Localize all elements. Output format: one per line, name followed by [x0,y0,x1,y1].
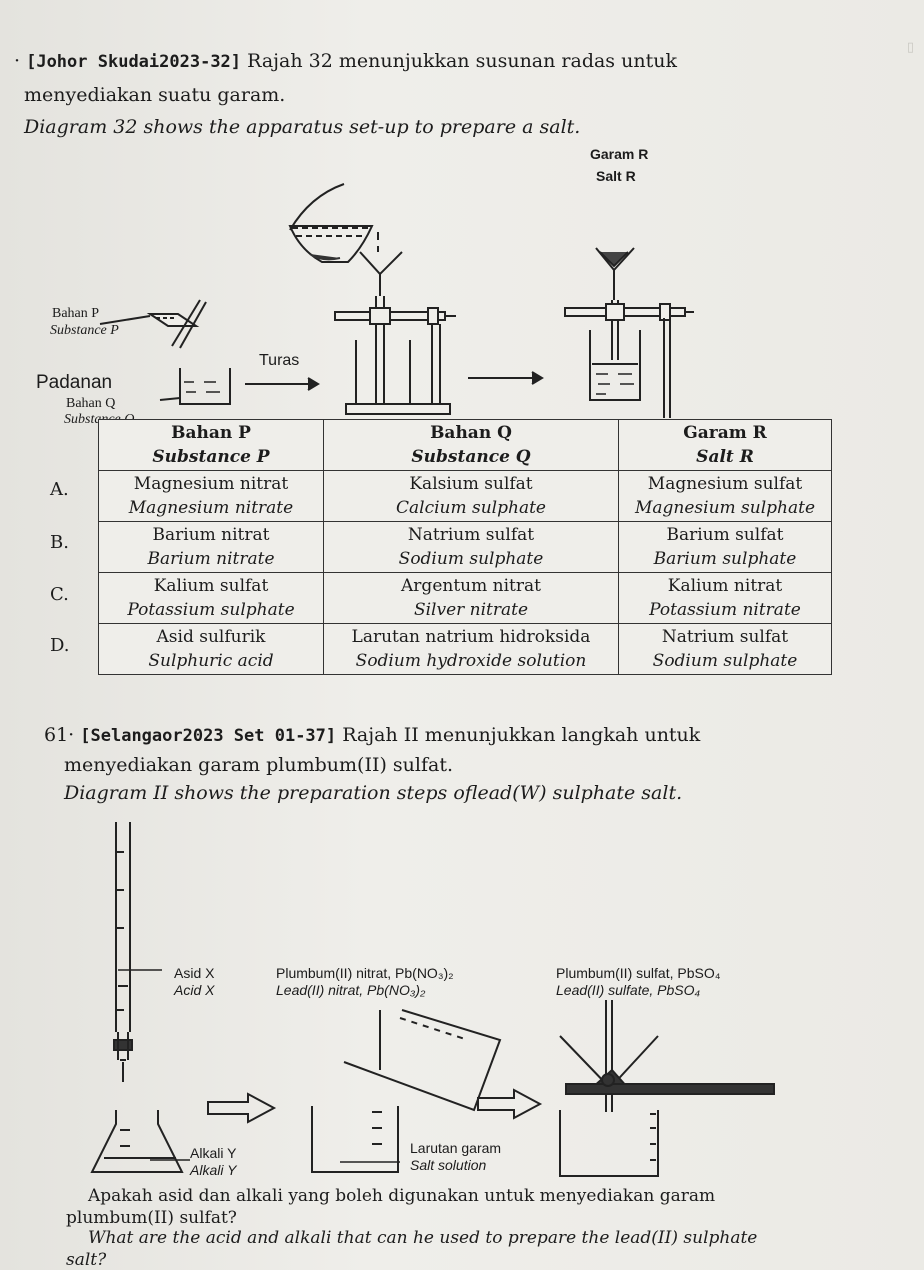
beaker-icon-4 [559,1110,659,1177]
option-letter-b[interactable]: B. [50,532,69,553]
acid-x-label-en: Acid X [174,982,215,998]
burette-icon [113,822,162,1082]
q32-options-table: Bahan P Substance P Bahan Q Substance Q … [98,419,832,675]
option-letter-a[interactable]: A. [50,479,69,500]
substance-p-label-ms: Bahan P [52,306,100,321]
q32-ms-line2: menyediakan suatu garam. [24,84,286,106]
table-header-row: Bahan P Substance P Bahan Q Substance Q … [98,419,832,471]
clamp-rod-icon [565,1083,775,1095]
table-header-salt-r: Garam R Salt R [618,419,832,471]
q61-question-en: What are the acid and alkali that can he… [88,1228,758,1248]
q32-number: · [14,50,21,72]
lead-sulfate-label-en: Lead(II) sulfate, PbSO₄ [556,982,701,998]
q61-number: 61· [44,724,75,746]
beaker-icon-3 [311,1106,399,1173]
lead-nitrate-label-en: Lead(II) nitrat, Pb(NO₃)₂ [276,982,426,998]
substance-p-label-en: Substance P [50,323,119,338]
stand-base-icon [345,403,451,415]
q32-tag: [Johor Skudai2023-32] [26,52,242,72]
salt-r-label-en: Salt R [596,168,636,184]
option-letter-d[interactable]: D. [50,635,70,656]
q32-en: Diagram 32 shows the apparatus set-up to… [24,116,581,138]
beaker-icon-2 [589,330,641,401]
q32-ms-line1: Rajah 32 menunjukkan susunan radas untuk [247,50,677,72]
arrow-right-icon-2 [477,1088,543,1120]
lead-nitrate-label-ms: Plumbum(II) nitrat, Pb(NO₃)₂ [276,965,454,981]
tilted-beaker-icon [343,1009,502,1112]
salt-solution-label-en: Salt solution [410,1157,487,1173]
bleed-through-mark: ▯ [906,40,914,55]
q61-tag: [Selangaor2023 Set 01-37] [80,726,337,746]
alkali-y-label-en: Alkali Y [190,1162,237,1178]
salt-solution-label-ms: Larutan garam [410,1140,502,1156]
substance-q-label-ms: Bahan Q [66,396,116,411]
q61-ms-line1: Rajah II menunjukkan langkah untuk [342,724,701,746]
alkali-y-label-ms: Alkali Y [190,1145,237,1161]
q61-en: Diagram II shows the preparation steps o… [64,782,683,804]
lead-sulfate-label-ms: Plumbum(II) sulfat, PbSO₄ [556,965,721,981]
acid-x-label-ms: Asid X [174,965,215,981]
residue-label: Padanan [36,372,113,393]
salt-r-label-ms: Garam R [590,146,649,162]
filter-label: Turas [259,352,300,369]
arrow-right-icon [207,1092,277,1124]
conical-flask-icon [90,1110,184,1173]
q61-question-ms: Apakah asid dan alkali yang boleh diguna… [88,1186,716,1206]
table-header-substance-q: Bahan Q Substance Q [323,419,619,471]
q61-question-en-2: salt? [66,1250,107,1270]
table-header-substance-p: Bahan P Substance P [98,419,324,471]
q61-header: 61· [Selangaor2023 Set 01-37] Rajah II m… [44,724,700,746]
q61-ms-line2: menyediakan garam plumbum(II) sulfat. [64,754,453,776]
q32-header: · [Johor Skudai2023-32] Rajah 32 menunju… [14,50,677,72]
q61-question-ms-2: plumbum(II) sulfat? [66,1208,237,1228]
option-letter-c[interactable]: C. [50,584,69,605]
